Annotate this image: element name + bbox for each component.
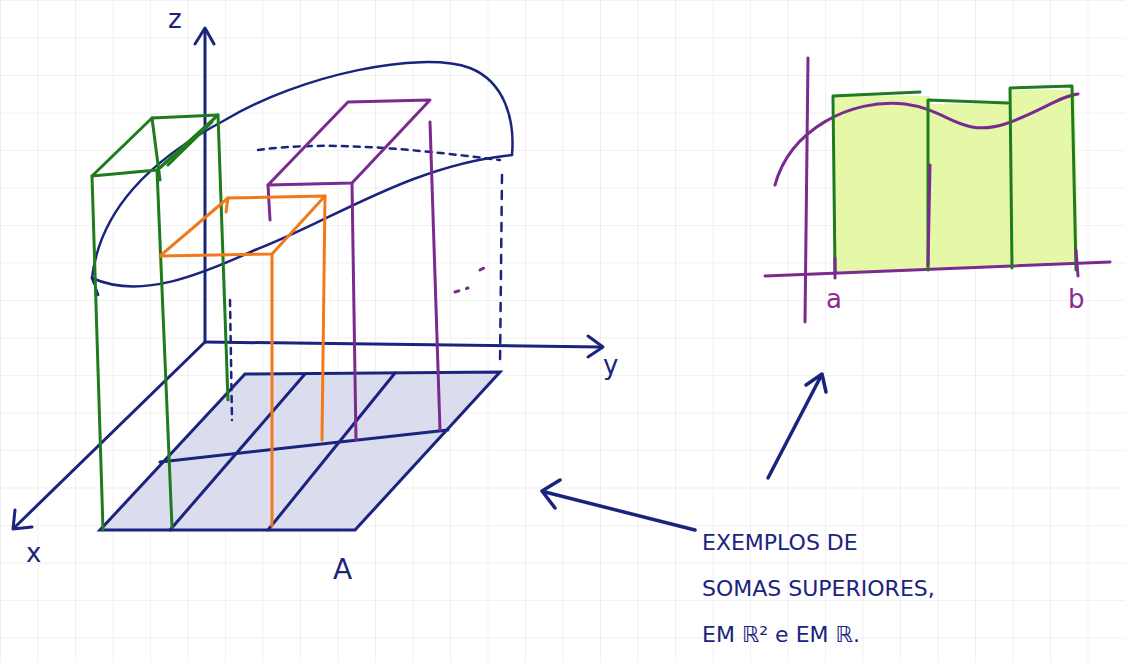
note-text: EXEMPLOS DE SOMAS SUPERIORES, EM ℝ² e EM… bbox=[702, 520, 939, 658]
green-prism bbox=[92, 115, 228, 530]
interval-label: a bbox=[826, 286, 842, 312]
upper-sum-1d bbox=[765, 58, 1110, 322]
purple-prism bbox=[268, 100, 490, 440]
interval-label: b bbox=[1068, 286, 1085, 312]
region-label: A bbox=[333, 556, 352, 584]
axis-label: x bbox=[26, 540, 41, 566]
axis-label: y bbox=[603, 352, 618, 378]
orange-prism bbox=[160, 196, 325, 526]
axes-3d bbox=[13, 28, 603, 529]
surface bbox=[92, 62, 513, 420]
axis-label: z bbox=[168, 6, 182, 32]
leader-arrows bbox=[542, 374, 826, 530]
